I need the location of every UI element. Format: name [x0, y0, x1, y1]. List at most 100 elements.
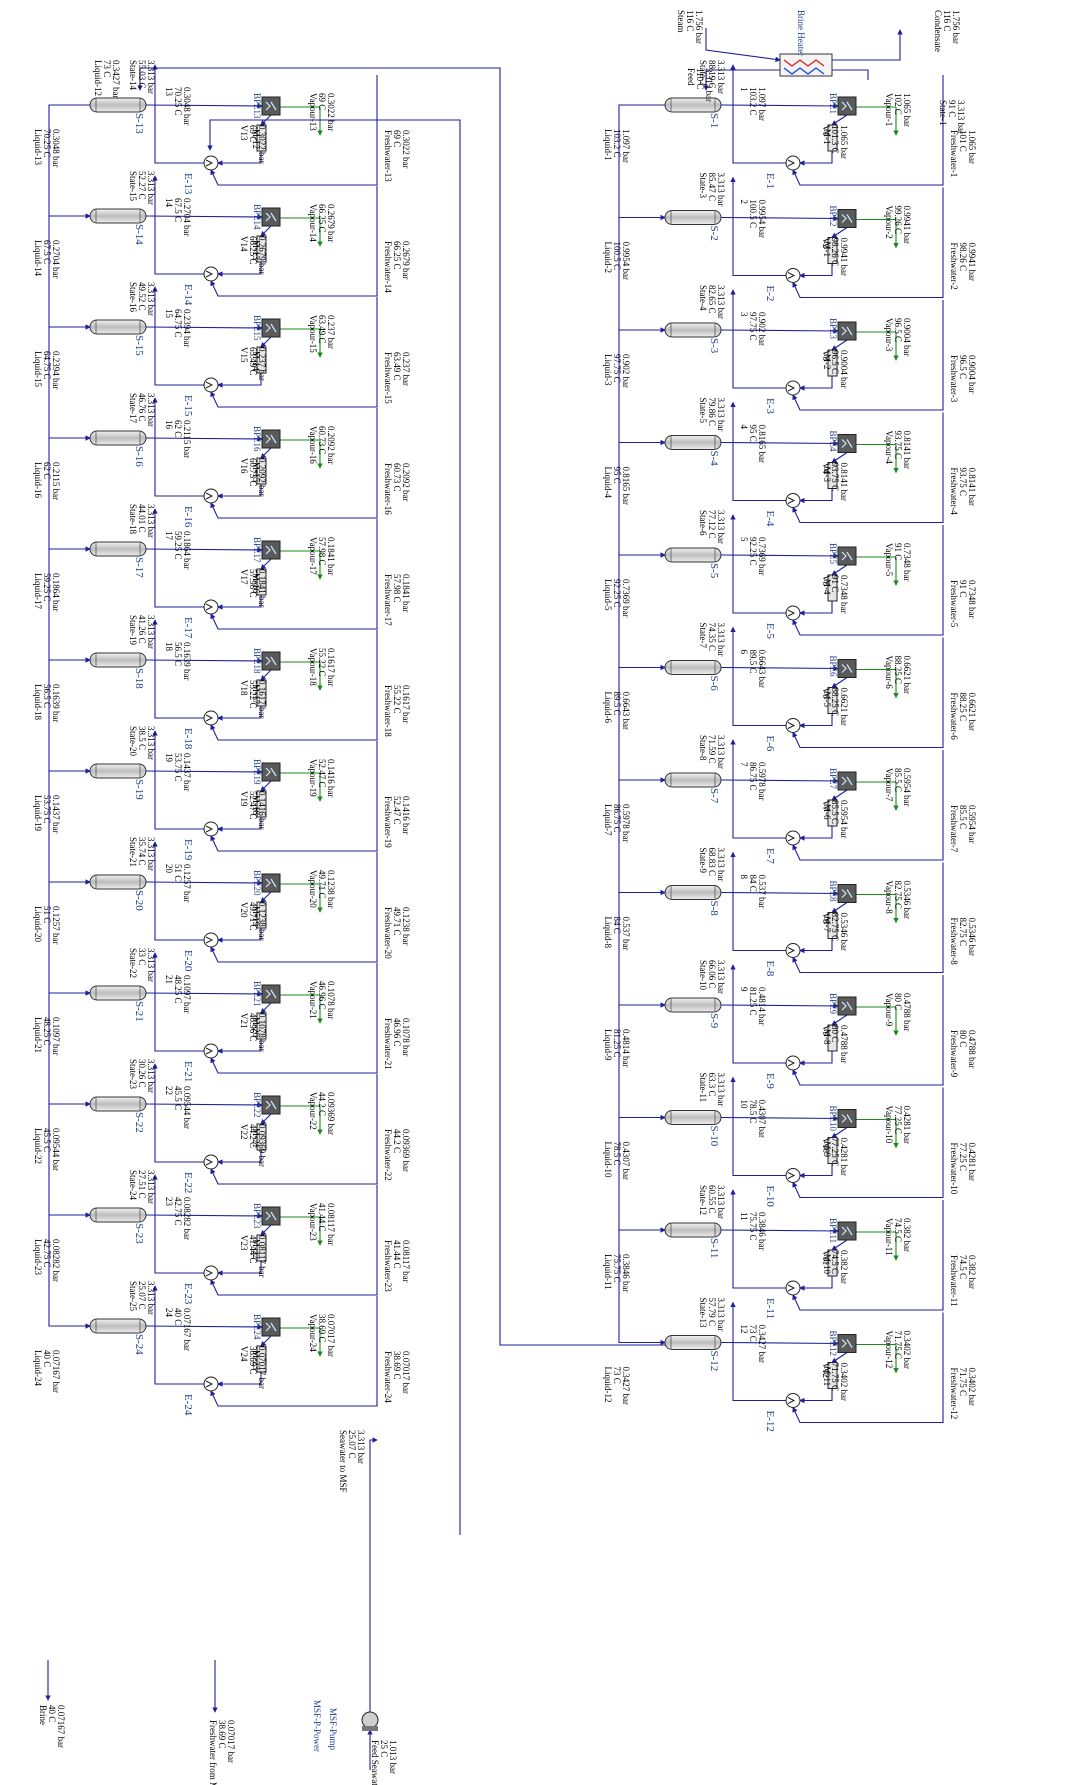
boiling-point-elevation-block-icon: [262, 541, 280, 559]
state-stream-label-S-22-line-2: 3.313 bar: [146, 1059, 156, 1093]
bpe-block-BPE12[interactable]: [838, 1335, 856, 1353]
flash-stage-S-21[interactable]: [90, 986, 146, 1000]
heat-exchanger-E-1[interactable]: [786, 156, 800, 170]
msf-pump[interactable]: [362, 1712, 378, 1731]
bpe-block-BPE17[interactable]: [262, 541, 280, 559]
bpe-label-BPE19: BPE19: [252, 759, 262, 785]
flash-stage-S-14[interactable]: [90, 209, 146, 223]
inlet-label-line-2: 0.09544 bar: [182, 1086, 192, 1129]
flash-stage-S-4[interactable]: [665, 436, 721, 450]
flash-stage-S-3[interactable]: [665, 323, 721, 337]
heat-exchanger-E-2[interactable]: [786, 269, 800, 283]
heat-exchanger-E-16[interactable]: [204, 489, 218, 503]
liquid-stream-label-S-14: Liquid-1467.5 C0.2704 bar: [33, 240, 61, 279]
brine-heater[interactable]: [780, 54, 832, 76]
heat-exchanger-E-15[interactable]: [204, 378, 218, 392]
bpe-block-BPE23[interactable]: [262, 1207, 280, 1225]
heat-exchanger-E-22[interactable]: [204, 1155, 218, 1169]
inlet-label-line-1: 70.25 C: [173, 87, 183, 116]
flash-stage-S-5[interactable]: [665, 548, 721, 562]
heat-exchanger-E-21[interactable]: [204, 1044, 218, 1058]
bpe-block-BPE20[interactable]: [262, 874, 280, 892]
v-stream-label-S-15: V1563.49 C0.237 bar: [239, 347, 267, 381]
bpe-block-BPE21[interactable]: [262, 985, 280, 1003]
flash-stage-S-2[interactable]: [665, 211, 721, 225]
flash-stage-S-22[interactable]: [90, 1097, 146, 1111]
liquid-stream-label-S-2-line-0: Liquid-2: [603, 242, 613, 274]
heat-exchanger-E-3[interactable]: [786, 381, 800, 395]
heat-exchanger-E-17[interactable]: [204, 600, 218, 614]
inlet-label-line-0: 19: [164, 753, 174, 763]
bpe-block-BPE19[interactable]: [262, 763, 280, 781]
stage-label-S-23: S-23: [133, 1223, 145, 1244]
flash-stage-S-6[interactable]: [665, 661, 721, 675]
state-stream-label-S-8-line-1: 68.83 C: [707, 848, 717, 877]
flash-stage-S-18[interactable]: [90, 653, 146, 667]
bpe-block-BPE6[interactable]: [838, 660, 856, 678]
bpe-block-BPE13[interactable]: [262, 97, 280, 115]
vapour-label-S-14-line-0: Vapour-14: [308, 204, 318, 242]
bpe-block-BPE5[interactable]: [838, 547, 856, 565]
flash-stage-S-11[interactable]: [665, 1223, 721, 1237]
bpe-block-BPE22[interactable]: [262, 1096, 280, 1114]
bpe-block-BPE3[interactable]: [838, 322, 856, 340]
bpe-block-BPE15[interactable]: [262, 319, 280, 337]
freshwater-label-S-10-line-1: 77.25 C: [958, 1143, 968, 1172]
liquid-stream-label-S-9-line-2: 0.4814 bar: [621, 1029, 631, 1068]
heat-exchanger-E-23[interactable]: [204, 1266, 218, 1280]
flash-stage-S-23[interactable]: [90, 1208, 146, 1222]
flash-stage-S-13[interactable]: [90, 98, 146, 112]
heat-exchanger-E-13[interactable]: [204, 156, 218, 170]
heat-exchanger-E-19[interactable]: [204, 822, 218, 836]
flash-stage-S-17[interactable]: [90, 542, 146, 556]
bpe-block-BPE8[interactable]: [838, 885, 856, 903]
stage-label-S-6-wrap: S-6: [708, 676, 720, 692]
freshwater-label-S-1: Freshwater-1101 C1.065 bar: [949, 130, 977, 177]
heat-exchanger-E-24[interactable]: [204, 1377, 218, 1391]
flash-stage-S-15[interactable]: [90, 320, 146, 334]
heat-exchanger-E-4[interactable]: [786, 494, 800, 508]
bpe-block-BPE10[interactable]: [838, 1110, 856, 1128]
bpe-block-BPE24[interactable]: [262, 1318, 280, 1336]
heat-exchanger-E-5[interactable]: [786, 606, 800, 620]
bpe-block-BPE11[interactable]: [838, 1222, 856, 1240]
heat-exchanger-E-10[interactable]: [786, 1169, 800, 1183]
state-stream-label-S-6-line-2: 3.313 bar: [716, 623, 726, 657]
freshwater-label-S-10-line-0: Freshwater-10: [949, 1143, 959, 1195]
flash-stage-S-20[interactable]: [90, 875, 146, 889]
bpe-block-BPE16[interactable]: [262, 430, 280, 448]
v-stream-label-S-18-line-1: 55.22 C: [248, 680, 258, 709]
bpe-block-BPE9[interactable]: [838, 997, 856, 1015]
bpe-block-BPE4[interactable]: [838, 435, 856, 453]
heat-exchanger-E-18[interactable]: [204, 711, 218, 725]
flash-stage-S-9[interactable]: [665, 998, 721, 1012]
flash-stage-S-24[interactable]: [90, 1319, 146, 1333]
bpe-block-BPE7[interactable]: [838, 772, 856, 790]
vapour-label-S-6-line-0: Vapour-6: [884, 656, 894, 690]
condensate-label-line-0: Condensate: [933, 10, 943, 52]
heat-exchanger-E-20[interactable]: [204, 933, 218, 947]
stage-label-S-24-wrap: S-24: [133, 1334, 145, 1355]
heat-exchanger-E-11[interactable]: [786, 1281, 800, 1295]
heat-exchanger-E-7[interactable]: [786, 831, 800, 845]
heat-exchanger-E-8[interactable]: [786, 944, 800, 958]
heat-exchanger-E-12[interactable]: [786, 1394, 800, 1408]
flash-stage-S-16[interactable]: [90, 431, 146, 445]
bpe-label-BPE4: BPE4: [828, 431, 838, 453]
bpe-block-BPE1[interactable]: [838, 97, 856, 115]
flash-stage-S-7[interactable]: [665, 773, 721, 787]
flash-stage-S-8[interactable]: [665, 886, 721, 900]
bpe-block-BPE14[interactable]: [262, 208, 280, 226]
flash-stage-S-12[interactable]: [665, 1336, 721, 1350]
bpe-block-BPE18[interactable]: [262, 652, 280, 670]
flash-stage-S-19[interactable]: [90, 764, 146, 778]
heat-exchanger-E-14[interactable]: [204, 267, 218, 281]
flash-stage-S-10[interactable]: [665, 1111, 721, 1125]
bpe-label-BPE15: BPE15: [252, 315, 262, 341]
freshwater-line-S-13: [211, 75, 377, 185]
boiling-point-elevation-block-icon: [838, 547, 856, 565]
liquid-stream-label-S-19: Liquid-1953.75 C0.1437 bar: [33, 795, 61, 834]
heat-exchanger-E-6[interactable]: [786, 719, 800, 733]
heat-exchanger-E-9[interactable]: [786, 1056, 800, 1070]
bpe-block-BPE2[interactable]: [838, 210, 856, 228]
